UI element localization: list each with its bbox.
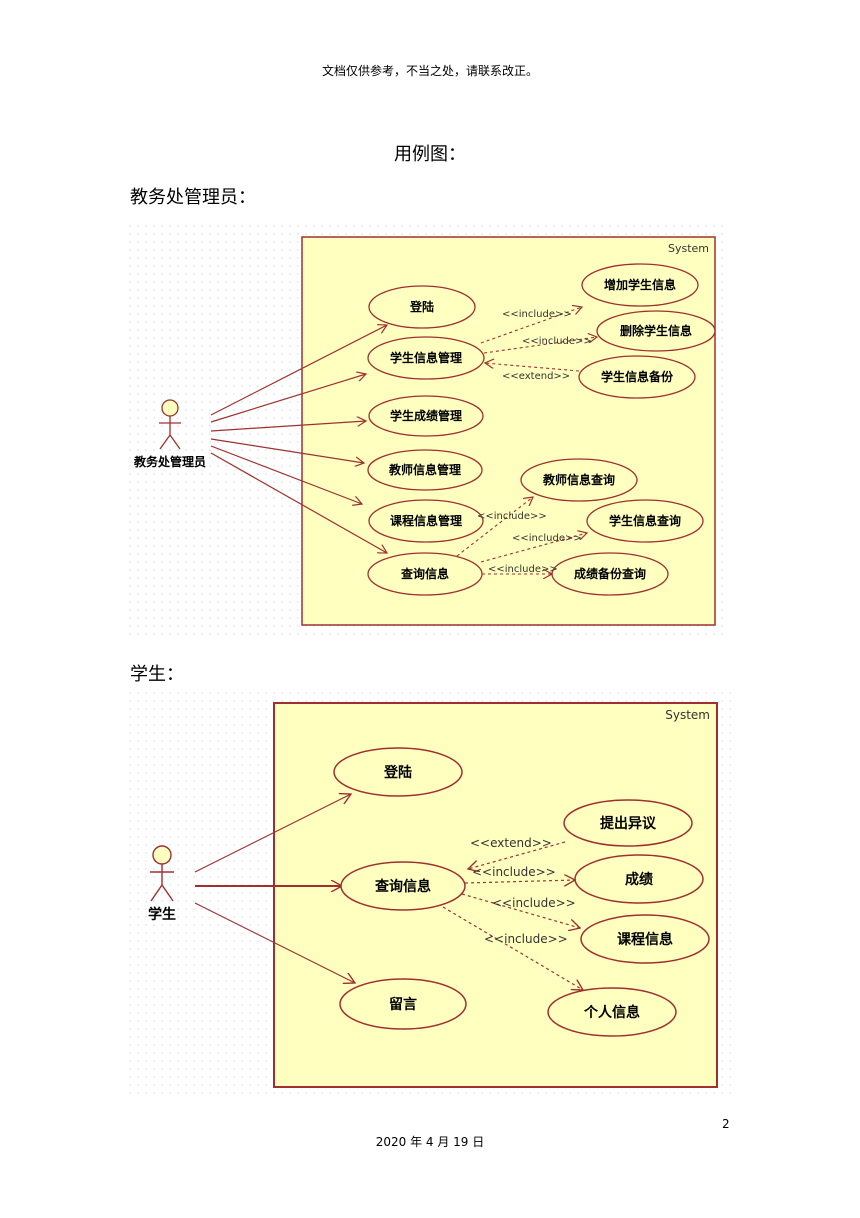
dependency-arrows	[456, 307, 597, 574]
use-case-query-info: 查询信息	[367, 552, 483, 596]
use-case-add-student-label: 增加学生信息	[604, 277, 676, 292]
use-case-personal: 个人信息	[547, 987, 677, 1037]
system-label: System	[665, 708, 710, 722]
use-case-diagram-student: System 学生 登陆 查询信息 留言 提出异议 成绩 课程信息	[129, 692, 734, 1097]
use-case-diagram-admin: System 教务处管理员 登陆 学生信息管理 学生成绩管理 教师信息管理 课程…	[129, 225, 728, 640]
use-case-student-info-mgmt-label: 学生信息管理	[390, 350, 462, 365]
use-case-teacher-info-mgmt-label: 教师信息管理	[388, 462, 461, 477]
use-case-backup-student-label: 学生信息备份	[601, 369, 674, 384]
stereotype-include-personal: <<include>>	[484, 932, 568, 946]
use-case-query-grade-backup-label: 成绩备份查询	[574, 566, 646, 581]
use-case-login: 登陆	[333, 747, 463, 797]
actor-admin-label: 教务处管理员	[133, 454, 206, 469]
use-case-student-grade-mgmt: 学生成绩管理	[368, 395, 484, 437]
diagram2-heading: 学生：	[130, 664, 184, 685]
use-case-grade: 成绩	[574, 854, 704, 904]
actor-associations	[210, 325, 387, 553]
stereotype-include-grade: <<include>>	[472, 865, 556, 879]
use-case-student-grade-mgmt-label: 学生成绩管理	[390, 408, 462, 423]
stereotype-include-student: <<include>>	[512, 533, 582, 544]
use-case-delete-student-label: 删除学生信息	[620, 323, 692, 338]
actor-admin	[159, 399, 181, 450]
page-number: 2	[722, 1117, 730, 1131]
use-case-course-label: 课程信息	[617, 931, 673, 948]
use-case-login-label: 登陆	[383, 764, 412, 781]
use-case-personal-label: 个人信息	[583, 1004, 640, 1021]
use-case-query-student-label: 学生信息查询	[609, 513, 681, 528]
use-case-query-teacher-label: 教师信息查询	[542, 472, 615, 487]
actor-student	[150, 845, 174, 902]
use-case-login: 登陆	[368, 285, 476, 329]
use-case-query-grade-backup: 成绩备份查询	[551, 552, 669, 596]
stereotype-extend-backup: <<extend>>	[502, 371, 570, 382]
use-case-message-label: 留言	[389, 996, 417, 1013]
stereotype-include-teacher: <<include>>	[477, 511, 547, 522]
use-case-teacher-info-mgmt: 教师信息管理	[367, 449, 483, 491]
page-header-notice: 文档仅供参考，不当之处，请联系改正。	[321, 64, 538, 78]
stereotype-include-delete: <<include>>	[522, 336, 592, 347]
use-case-add-student: 增加学生信息	[581, 263, 699, 307]
stereotype-include-add: <<include>>	[502, 309, 572, 320]
stereotype-include-course: <<include>>	[492, 896, 576, 910]
use-case-query-teacher: 教师信息查询	[520, 458, 638, 502]
use-case-student-info-mgmt: 学生信息管理	[367, 336, 485, 380]
diagram1-heading: 教务处管理员：	[130, 187, 256, 208]
dependency-arrows	[442, 841, 583, 990]
stereotype-include-grade-backup: <<include>>	[488, 564, 558, 575]
actor-student-label: 学生	[148, 906, 176, 923]
use-case-course-info-mgmt-label: 课程信息管理	[390, 513, 462, 528]
stereotype-extend-objection: <<extend>>	[470, 836, 552, 850]
footer-date: 2020 年 4 月 19 日	[375, 1135, 485, 1149]
use-case-grade-label: 成绩	[625, 871, 653, 888]
use-case-backup-student: 学生信息备份	[578, 355, 696, 399]
actor-associations	[194, 794, 355, 983]
use-case-course-info-mgmt: 课程信息管理	[368, 499, 484, 543]
use-case-login-label: 登陆	[409, 299, 434, 314]
use-case-query-info: 查询信息	[340, 861, 466, 911]
use-case-course: 课程信息	[580, 914, 710, 964]
use-case-objection: 提出异议	[563, 799, 693, 847]
section-title: 用例图：	[394, 144, 466, 165]
use-case-query-info-label: 查询信息	[375, 878, 431, 895]
use-case-delete-student: 删除学生信息	[596, 310, 716, 352]
use-case-query-student: 学生信息查询	[586, 499, 704, 543]
use-case-objection-label: 提出异议	[600, 815, 657, 832]
system-label: System	[668, 242, 709, 255]
use-case-query-info-label: 查询信息	[400, 566, 449, 581]
use-case-message: 留言	[339, 978, 467, 1030]
